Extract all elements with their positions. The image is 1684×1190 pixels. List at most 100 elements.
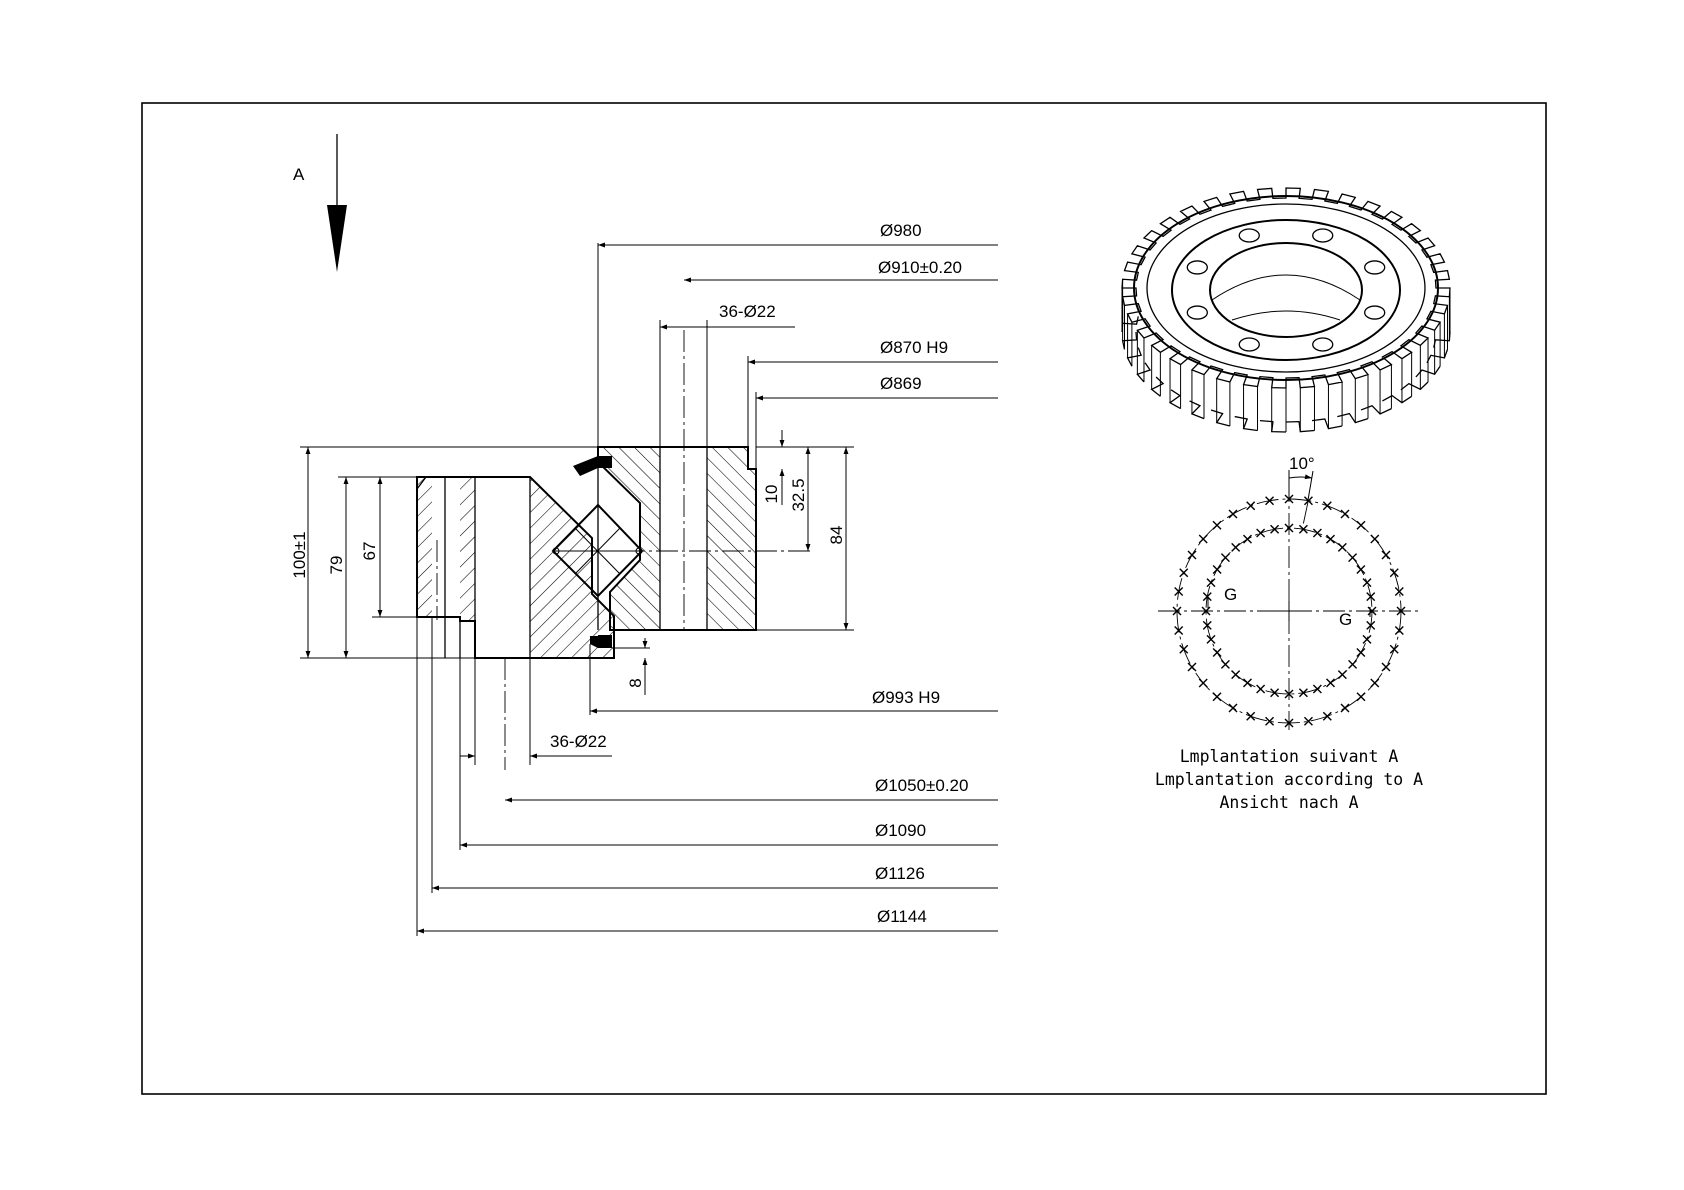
inner-hole-mark — [1256, 684, 1266, 694]
gear-teeth-outline — [1121, 187, 1451, 389]
outer-hole-mark — [1174, 587, 1184, 597]
inner-hole-mark — [1362, 634, 1372, 644]
outer-hole-mark — [1179, 644, 1189, 654]
gear-tooth-bottom — [1285, 420, 1315, 433]
dim-d910: Ø910±0.20 — [878, 258, 962, 277]
grease-nipple-left: G — [1224, 585, 1237, 604]
inner-hole-mark — [1202, 592, 1212, 602]
inner-hole-mark — [1326, 534, 1335, 544]
dim-d1050: Ø1050±0.20 — [875, 776, 968, 795]
hole-layout-view: 10° G G — [1158, 454, 1420, 730]
gear-bore — [1209, 242, 1363, 338]
inner-hole-mark — [1231, 542, 1241, 552]
inner-hole-mark — [1206, 634, 1216, 644]
inner-hole-mark — [1243, 678, 1252, 688]
angle-label: 10° — [1289, 454, 1315, 473]
outer-hole-mark — [1396, 606, 1406, 616]
inner-hole-mark — [1270, 688, 1280, 698]
dim-h67: 67 — [360, 542, 379, 561]
outer-hole-mark — [1212, 520, 1222, 530]
dim-h79: 79 — [327, 556, 346, 575]
inner-hole-mark — [1298, 688, 1308, 698]
outer-hole-mark — [1340, 703, 1350, 713]
top-dimensions: Ø980 Ø910±0.20 36-Ø22 Ø870 H9 Ø869 — [597, 221, 998, 469]
dim-h84: 84 — [827, 526, 846, 545]
gear-bolt-holes — [1186, 228, 1386, 352]
outer-hole-mark — [1228, 509, 1238, 519]
inner-hole-mark — [1212, 648, 1222, 657]
caption-en: Lmplantation according to A — [1155, 770, 1423, 789]
dim-d869: Ø869 — [880, 374, 922, 393]
grease-nipple-right: G — [1339, 610, 1352, 629]
outer-hole-mark — [1246, 711, 1256, 721]
inner-hole-mark — [1220, 553, 1230, 563]
outer-hole-mark — [1370, 678, 1380, 688]
outer-hole-mark — [1381, 550, 1391, 560]
inner-hole-mark — [1220, 659, 1230, 669]
bottom-dimensions: Ø993 H9 36-Ø22 Ø1050±0.20 Ø1090 Ø1126 Ø1… — [416, 617, 998, 936]
gear-face-outer — [1133, 195, 1439, 381]
inner-hole-mark — [1243, 534, 1252, 544]
drawing-frame — [141, 102, 1547, 1095]
view-arrow-a: A — [293, 134, 347, 272]
inner-hole-mark — [1362, 578, 1372, 588]
inner-hole-mark — [1206, 578, 1216, 588]
gear-tooth-bottom — [1121, 331, 1138, 350]
gear-tooth-bottom — [1168, 389, 1182, 410]
inner-hole-mark — [1356, 648, 1366, 657]
inner-hole-mark — [1367, 606, 1377, 616]
dim-holes-inner: 36-Ø22 — [719, 302, 776, 321]
gear-tooth-bottom — [1126, 347, 1142, 367]
inner-hole-mark — [1326, 678, 1335, 688]
outer-hole-mark — [1174, 625, 1184, 635]
outer-hole-mark — [1303, 496, 1313, 506]
outer-hole-mark — [1356, 692, 1366, 702]
inner-hole-mark — [1312, 684, 1322, 694]
gear-bolt-hole — [1312, 228, 1334, 243]
outer-hole-mark — [1187, 662, 1197, 672]
inner-hole-marks — [1201, 523, 1377, 699]
outer-hole-mark — [1198, 678, 1208, 688]
layout-caption: Lmplantation suivant A Lmplantation acco… — [1155, 747, 1423, 812]
dim-d1090: Ø1090 — [875, 821, 926, 840]
dim-d980: Ø980 — [880, 221, 922, 240]
outer-hole-mark — [1370, 534, 1380, 544]
outer-hole-mark — [1198, 534, 1208, 544]
gear-bolt-hole — [1364, 305, 1386, 320]
gear-tooth-bottom — [1210, 409, 1231, 427]
cross-section — [416, 330, 810, 770]
outer-hole-mark — [1303, 716, 1313, 726]
outer-hole-mark — [1212, 692, 1222, 702]
dim-d1144: Ø1144 — [877, 907, 927, 926]
outer-hole-mark — [1228, 703, 1238, 713]
outer-hole-mark — [1322, 711, 1332, 721]
vertical-dimensions: 100±1 79 67 10 32.5 84 8 — [290, 430, 854, 695]
outer-hole-mark — [1265, 716, 1275, 726]
gear-bolt-hole — [1364, 260, 1386, 275]
gear-teeth — [1121, 187, 1451, 433]
gear-tooth-bottom — [1426, 349, 1449, 364]
gear-tooth-bottom — [1400, 381, 1429, 391]
inner-hole-mark — [1256, 528, 1266, 538]
outer-hole-mark — [1381, 662, 1391, 672]
outer-hole-mark — [1172, 606, 1182, 616]
inner-hole-mark — [1201, 606, 1211, 616]
gear-tooth-bottom — [1234, 415, 1258, 432]
inner-hole-mark — [1366, 592, 1376, 602]
gear-tooth-bottom — [1136, 362, 1152, 383]
outer-hole-mark — [1356, 520, 1366, 530]
gear-tooth-bottom — [1337, 412, 1369, 424]
outer-hole-mark — [1389, 644, 1399, 654]
dim-d993: Ø993 H9 — [872, 688, 940, 707]
dim-d870: Ø870 H9 — [880, 338, 948, 357]
inner-hole-mark — [1356, 565, 1366, 574]
gear-bolt-hole — [1186, 260, 1208, 275]
dim-d1126: Ø1126 — [875, 864, 925, 883]
outer-hole-marks — [1172, 494, 1406, 728]
dim-h10: 10 — [762, 485, 781, 504]
dim-h8: 8 — [626, 678, 645, 687]
gear-tooth-bottom — [1189, 400, 1205, 420]
inner-hole-mark — [1337, 542, 1347, 552]
dim-h32: 32.5 — [789, 478, 808, 511]
